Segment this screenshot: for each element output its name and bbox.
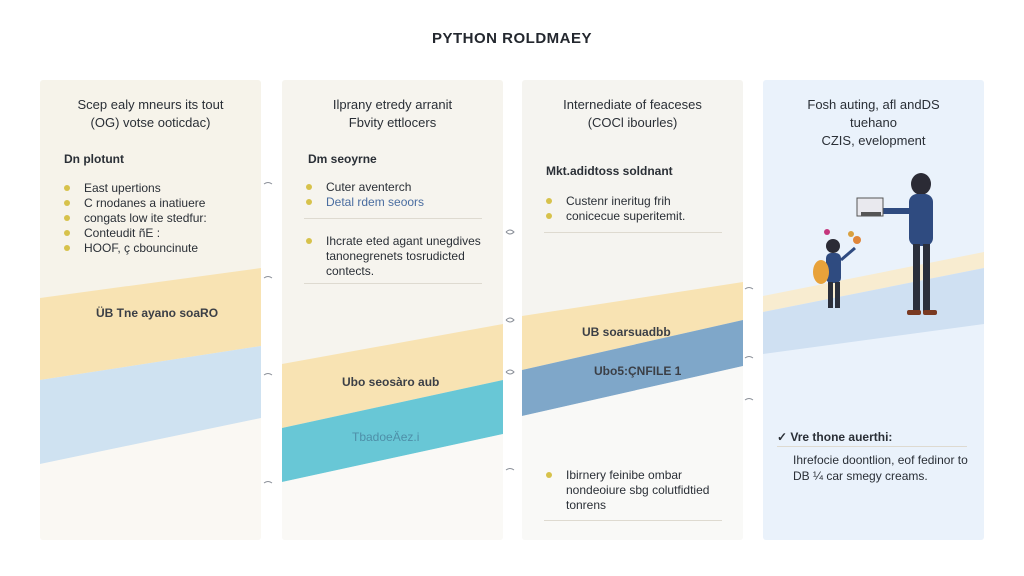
divider [777, 446, 967, 447]
column-3-header: Internediate of feaceses (COCl ibourles) [522, 96, 743, 132]
connector-3 [263, 373, 273, 376]
connector-9 [744, 287, 754, 290]
column-2-list-b: Ihcrate eted agant unegdives tanonegrene… [304, 234, 489, 279]
diagram-title: PYTHON ROLDMAEY [431, 30, 592, 47]
column-3-heading: Internediate of feaceses [563, 97, 702, 112]
bullet-icon [64, 245, 70, 251]
column-3-section-title: Mkt.adidtoss soldnant [546, 164, 673, 178]
column-2-heading: Ilprany etredy arranit [332, 97, 453, 112]
list-item: congats low ite stedfur: [62, 211, 252, 226]
column-2-list-a: Cuter aventerch Detal rdem seoors [304, 180, 494, 210]
column-1-subheading: (OG) votse ooticdac) [90, 115, 211, 130]
adult-figure [856, 173, 937, 315]
column-4-header: Fosh auting, afl andDS tuehano CZIS, eve… [763, 96, 984, 150]
column-3-band-label-2: Ubo5:ÇNFILE 1 [594, 364, 682, 378]
list-item: Detal rdem seoors [304, 195, 494, 210]
column-4-paragraph: Ihrefocie doontlion, eof fedinor to DB ¼… [793, 453, 968, 483]
column-2-band-label: Ubo seosàro aub [342, 375, 440, 389]
list-item: Ihcrate eted agant unegdives tanonegrene… [304, 234, 489, 279]
connector-5 [505, 229, 515, 235]
column-3-subheading: (COCl ibourles) [587, 115, 678, 130]
list-item: Cuter aventerch [304, 180, 494, 195]
bullet-icon [64, 230, 70, 236]
connector-10 [744, 356, 754, 359]
column-2-band-label-2: TbadoeÄez.i [352, 430, 420, 444]
column-1-band-label: ÜB Tne ayano soaRO [96, 306, 219, 320]
bullet-icon [64, 200, 70, 206]
column-3-list-a: Custenr ineritug frih conicecue superite… [544, 194, 734, 224]
column-4-subheading: tuehano [850, 115, 897, 130]
connector-8 [505, 468, 515, 471]
list-item: HOOF, ç cbouncinute [62, 241, 252, 256]
column-4-check-item: ✓ Vre thone auerthi: [777, 430, 893, 444]
column-1-list: East upertions C rnodanes a inatiuere co… [62, 181, 252, 256]
bullet-icon [306, 238, 312, 244]
child-figure [813, 229, 861, 308]
divider [304, 283, 482, 284]
column-2-section-title: Dm seoyrne [308, 152, 377, 166]
list-item: conicecue superitemit. [544, 209, 734, 224]
list-item: Conteudit ñE : [62, 226, 252, 241]
list-item: Custenr ineritug frih [544, 194, 734, 209]
column-3-list-b: Ibirnery feinibe ombar nondeoiure sbg co… [544, 468, 734, 513]
column-1-section-title: Dn plotunt [64, 152, 124, 166]
list-item: C rnodanes a inatiuere [62, 196, 252, 211]
bullet-icon [306, 199, 312, 205]
bullet-icon [546, 198, 552, 204]
bullet-icon [546, 213, 552, 219]
column-1-header: Scep ealy mneurs its tout (OG) votse oot… [40, 96, 261, 132]
connector-4 [263, 481, 273, 484]
connector-7 [505, 369, 515, 375]
column-1-heading: Scep ealy mneurs its tout [77, 97, 224, 112]
bullet-icon [64, 185, 70, 191]
column-2-subheading: Fbvity ettlocers [348, 115, 437, 130]
column-3-band-label: UB soarsuadbb [582, 325, 671, 339]
divider [304, 218, 482, 219]
bullet-icon [64, 215, 70, 221]
column-4-subheading-2: CZIS, evelopment [821, 133, 926, 148]
connector-2 [263, 276, 273, 279]
check-icon: ✓ [777, 430, 788, 444]
bullet-icon [546, 472, 552, 478]
column-4-heading: Fosh auting, afl andDS [807, 97, 940, 112]
connector-6 [505, 317, 515, 323]
connector-11 [744, 398, 754, 401]
divider [544, 520, 722, 521]
connector-1 [263, 182, 273, 185]
list-item: Ibirnery feinibe ombar nondeoiure sbg co… [544, 468, 734, 513]
people-illustration [813, 173, 937, 315]
column-2-header: Ilprany etredy arranit Fbvity ettlocers [282, 96, 503, 132]
bullet-icon [306, 184, 312, 190]
divider [544, 232, 722, 233]
list-item: East upertions [62, 181, 252, 196]
